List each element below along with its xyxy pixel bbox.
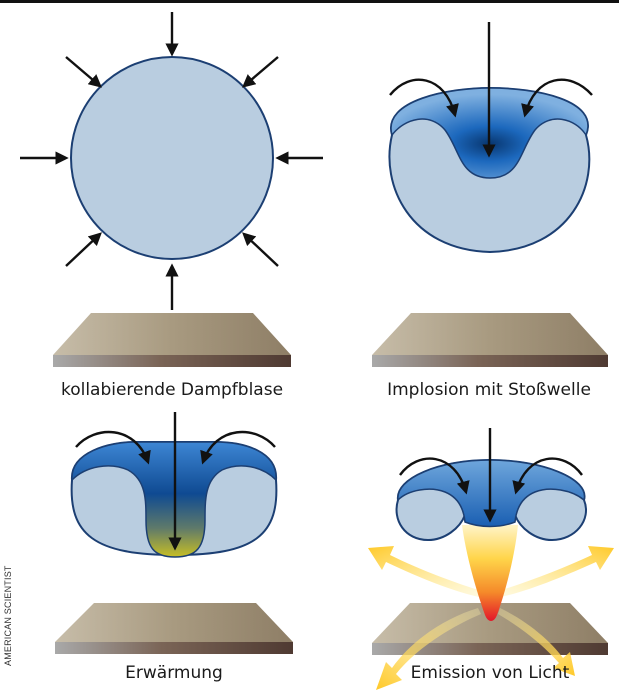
arrow-bottom-right — [244, 234, 278, 266]
arrow-top-left — [66, 57, 100, 86]
caption-collapsing: kollabierende Dampfblase — [61, 380, 283, 400]
caption-heating: Erwärmung — [125, 663, 223, 683]
credit-text: AMERICAN SCIENTIST — [3, 565, 13, 666]
surface-plate-2 — [372, 313, 608, 367]
top-rule — [0, 0, 619, 3]
arrow-top-right — [244, 57, 278, 86]
panel-implosion: Implosion mit Stoßwelle — [372, 22, 608, 400]
collapsing-bubble — [71, 57, 273, 259]
caption-emission: Emission von Licht — [411, 663, 570, 683]
panel-heating: Erwärmung — [55, 412, 293, 683]
surface-plate-3 — [55, 603, 293, 654]
panel-emission: Emission von Licht — [368, 428, 614, 690]
panel-collapsing: kollabierende Dampfblase — [20, 12, 323, 400]
surface-plate-1 — [53, 313, 291, 367]
caption-implosion: Implosion mit Stoßwelle — [387, 380, 591, 400]
arrow-bottom-left — [66, 234, 100, 266]
